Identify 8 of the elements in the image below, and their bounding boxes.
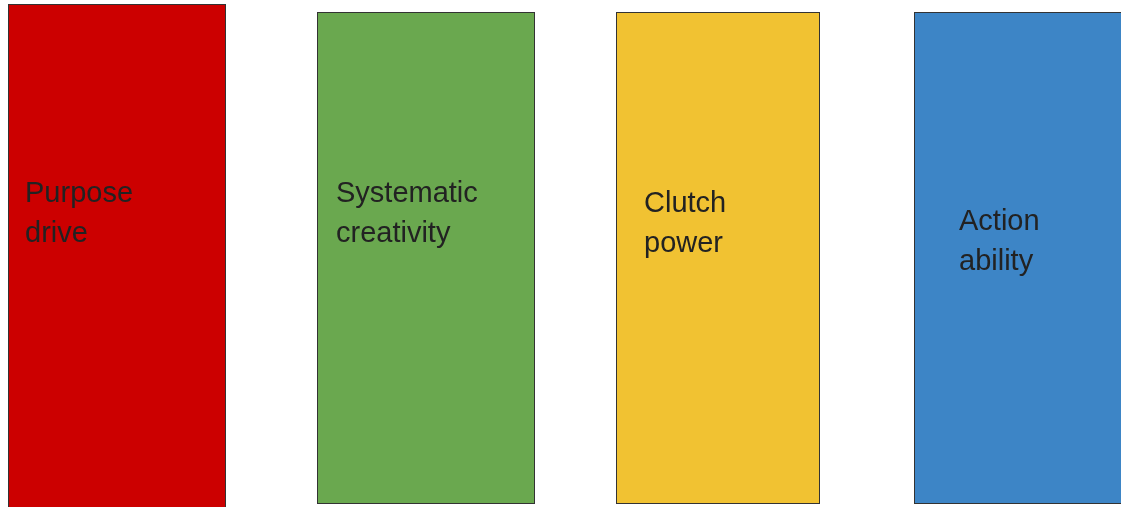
column-label: Systematic creativity xyxy=(336,175,479,250)
colored-column xyxy=(8,4,226,507)
column-label: Action ability xyxy=(959,203,1041,278)
colored-column xyxy=(317,12,535,504)
column-label: Clutch power xyxy=(644,185,728,260)
colored-column xyxy=(616,12,820,504)
colored-column xyxy=(914,12,1121,504)
column-label: Purpose drive xyxy=(25,175,134,250)
